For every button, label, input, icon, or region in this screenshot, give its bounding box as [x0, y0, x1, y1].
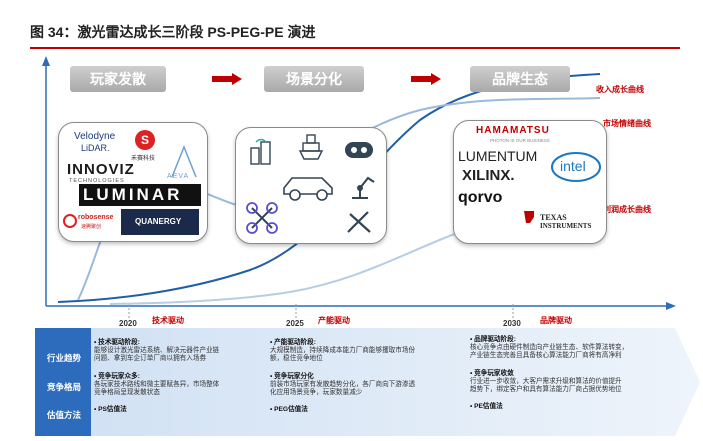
- column-stage2: • 产能驱动阶段: 大规模制造，持续降成本能力厂商能够攫取市场份 额，稳住竞争地…: [270, 339, 465, 414]
- luminar-bg: [79, 184, 201, 206]
- stage-banner-1: 玩家发散: [70, 66, 166, 92]
- logo-innoviz: INNOVIZ: [67, 161, 135, 178]
- valuation-method: • PE估值法: [470, 403, 503, 411]
- logo-velodyne: Velodyne: [74, 131, 116, 142]
- logo-robosense-cn: 速腾聚创: [81, 224, 102, 230]
- trend-line: 产业链生态完善且具备核心算法能力厂商将有高净利: [470, 352, 622, 360]
- logo-innoviz-sub: TECHNOLOGIES: [69, 178, 125, 184]
- competition-line: 化应用场景竞争，玩家数量减少: [270, 389, 363, 397]
- logo-hamamatsu-sub: PHOTON IS OUR BUSINESS: [490, 138, 550, 143]
- svg-text:S: S: [141, 133, 149, 147]
- row-label-valuation: 估值方法: [46, 410, 81, 420]
- summary-band: [35, 328, 700, 436]
- stage3-logo-box: HAMAMATSU PHOTON IS OUR BUSINESS LUMENTU…: [453, 120, 607, 244]
- year-2020: 2020: [119, 319, 137, 328]
- quanergy-bg: [121, 209, 199, 235]
- curve-label-sentiment: 市场情绪曲线: [603, 119, 651, 128]
- aeva-icon: [171, 144, 197, 178]
- trend-line: 能够设计激光雷达系统、解决元器件产业链: [94, 347, 220, 355]
- ship-icon: [298, 134, 324, 160]
- stage2-scenario-box: [235, 127, 387, 244]
- logo-ti-2: INSTRUMENTS: [540, 222, 592, 230]
- year-2025: 2025: [286, 319, 304, 328]
- logo-luminar: LUMINAR: [83, 185, 183, 204]
- ti-icon: [524, 211, 534, 223]
- curve-label-revenue: 收入成长曲线: [596, 85, 644, 94]
- logo-hesai: 禾赛科技: [131, 156, 156, 162]
- smart-city-icon: [250, 138, 271, 165]
- competition-line: 趋势下，绑定客户和具有算法能力厂商占据优势地位: [470, 386, 622, 394]
- title-rule: [30, 47, 680, 49]
- logo-xilinx: XILINX.: [462, 167, 515, 184]
- hesai-icon: S: [135, 130, 155, 150]
- valuation-method: • PEG估值法: [270, 406, 308, 414]
- trend-line: 额，稳住竞争地位: [270, 355, 323, 363]
- logo-lidar: LiDAR.: [81, 143, 110, 153]
- tools-icon: [347, 211, 371, 233]
- competition-title: • 竞争玩家分化: [270, 372, 314, 380]
- competition-line: 各玩家技术路线和微主要赋各异，市场整体: [94, 380, 220, 388]
- logo-lumentum: LUMENTUM: [458, 148, 538, 164]
- driver-brand: 品牌驱动: [540, 316, 572, 325]
- robosense-icon: [63, 214, 77, 228]
- trend-title: • 技术驱动阶段:: [94, 339, 140, 346]
- robot-arm-icon: [352, 176, 375, 199]
- y-axis-arrow: [42, 56, 50, 66]
- competition-line: 竞争格局呈现发散状态: [94, 389, 160, 397]
- figure-title: 图 34：激光雷达成长三阶段 PS-PEG-PE 演进: [30, 24, 316, 40]
- row-label-competition: 竞争格局: [46, 382, 81, 392]
- arrow-right-icon: [411, 73, 441, 85]
- logo-qorvo: qorvo: [458, 189, 503, 206]
- stage-banner-3: 品牌生态: [470, 66, 570, 92]
- column-stage3: • 品牌驱动阶段: 核心竞争点由硬件制造向产业链生态、软件算法转变， 产业链生态…: [470, 336, 675, 411]
- intel-ring-icon: [551, 152, 601, 182]
- logo-ti-1: TEXAS: [540, 213, 567, 222]
- row-label-trend: 行业趋势: [46, 353, 81, 363]
- arrow-right-icon: [212, 73, 242, 85]
- driver-capacity: 产能驱动: [318, 316, 350, 325]
- competition-line: 行业进一步收敛，大客户需求升级和算法的价值提升: [470, 377, 622, 385]
- drone-icon: [246, 202, 278, 234]
- trend-title: • 产能驱动阶段:: [270, 339, 316, 346]
- trend-line: 核心竞争点由硬件制造向产业链生态、软件算法转变，: [470, 344, 629, 352]
- stage1-logo-box: Velodyne LiDAR. S 禾赛科技 INNOVIZ TECHNOLOG…: [58, 122, 208, 242]
- x-axis-arrow: [666, 302, 676, 310]
- curve-label-profit: 利润成长曲线: [603, 205, 651, 214]
- column-stage1: • 技术驱动阶段: 能够设计激光雷达系统、解决元器件产业链 问题、拿到车企订单厂…: [94, 339, 274, 414]
- logo-intel: intel: [560, 158, 586, 174]
- trend-title: • 品牌驱动阶段:: [470, 336, 516, 343]
- robot-icon: [345, 142, 373, 158]
- car-icon: [283, 177, 333, 201]
- trend-line: 大规模制造，持续降成本能力厂商能够攫取市场份: [270, 347, 416, 355]
- competition-line: 前装市场玩家有发散趋势分化，各厂商向下游渗透: [270, 380, 416, 388]
- stage-banner-2: 场景分化: [264, 66, 364, 92]
- trend-line: 问题、拿到车企订单厂商以拥有入场券: [94, 355, 207, 363]
- driver-tech: 技术驱动: [152, 316, 184, 325]
- logo-robosense: robosense: [78, 214, 114, 221]
- logo-aeva: AEVA: [167, 173, 190, 180]
- logo-quanergy: QUANERGY: [135, 217, 182, 226]
- competition-title: • 竞争玩家收敛: [470, 369, 514, 377]
- competition-title: • 竞争玩家众多:: [94, 372, 140, 380]
- valuation-method: • PS估值法: [94, 406, 127, 414]
- year-2030: 2030: [503, 319, 521, 328]
- logo-hamamatsu: HAMAMATSU: [476, 125, 550, 136]
